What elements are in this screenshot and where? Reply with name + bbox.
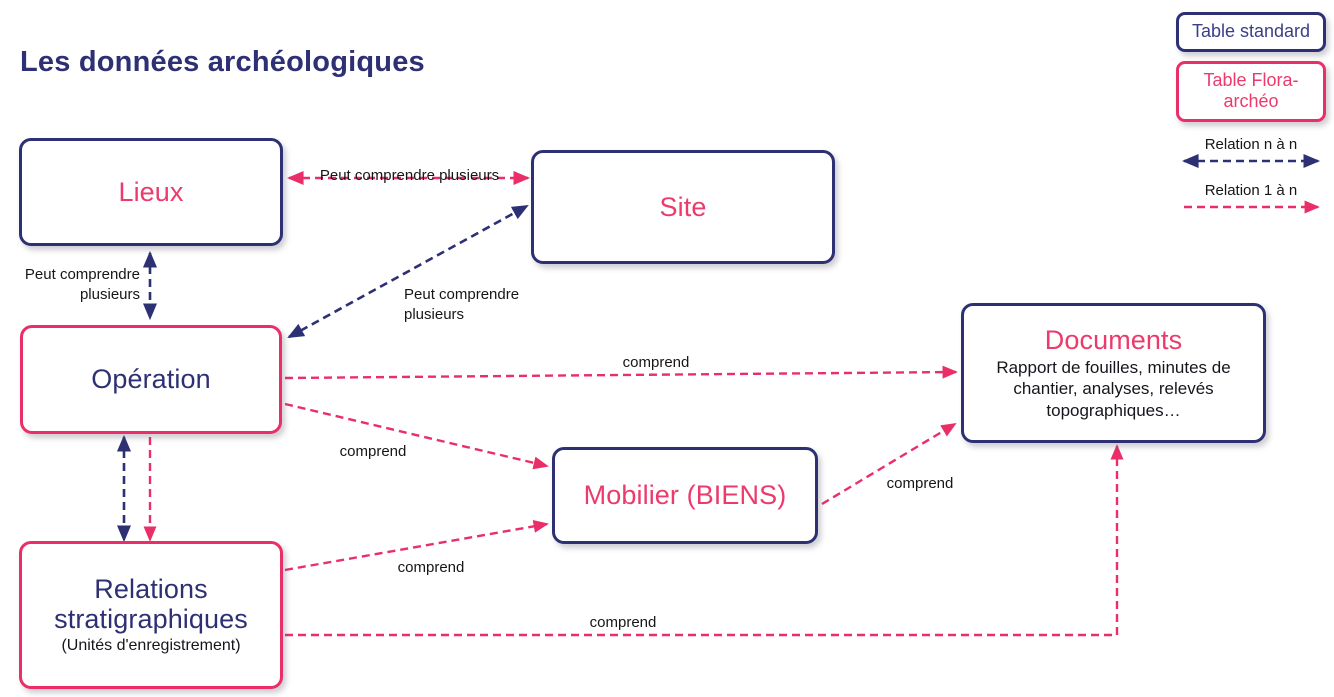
- node-site[interactable]: Site: [531, 150, 835, 264]
- node-operation[interactable]: Opération: [20, 325, 282, 434]
- node-mobilier[interactable]: Mobilier (BIENS): [552, 447, 818, 544]
- edge-label-lieux-operation: Peut comprendre plusieurs: [24, 266, 140, 303]
- node-documents[interactable]: Documents Rapport de fouilles, minutes d…: [961, 303, 1266, 443]
- edge-label-relations-documents: comprend: [589, 614, 657, 631]
- legend-relation-n-n-label: Relation n à n: [1204, 135, 1298, 153]
- legend-relation-1-n-label: Relation 1 à n: [1204, 181, 1298, 199]
- node-lieux[interactable]: Lieux: [19, 138, 283, 246]
- edge-label-mobilier-documents: comprend: [886, 475, 954, 492]
- node-operation-title: Opération: [91, 364, 211, 395]
- page-title: Les données archéologiques: [20, 46, 425, 78]
- node-relations[interactable]: Relations stratigraphiques (Unités d'enr…: [19, 541, 283, 689]
- legend-relation-1-n: Relation 1 à n: [1176, 182, 1326, 214]
- node-lieux-title: Lieux: [118, 176, 184, 207]
- node-site-title: Site: [659, 191, 707, 222]
- edge-label-lieux-site: Peut comprendre plusieurs: [319, 167, 500, 184]
- edge-operation-documents: [284, 365, 958, 380]
- legend-table-flora: Table Flora-archéo: [1176, 60, 1326, 122]
- node-mobilier-title: Mobilier (BIENS): [583, 480, 787, 511]
- legend: Table standard Table Flora-archéo Relati…: [1176, 12, 1326, 214]
- edge-label-operation-site: Peut comprendre plusieurs: [404, 286, 520, 323]
- edge-label-operation-documents: comprend: [622, 354, 690, 371]
- legend-arrow-1-n-icon: [1184, 200, 1320, 214]
- edge-label-relations-mobilier: comprend: [397, 559, 465, 576]
- edge-label-operation-mobilier: comprend: [339, 443, 407, 460]
- node-relations-subtitle: (Unités d'enregistrement): [61, 637, 241, 655]
- legend-arrow-n-n-icon: [1181, 153, 1321, 168]
- legend-table-standard: Table standard: [1176, 12, 1326, 52]
- legend-relation-n-n: Relation n à n: [1176, 136, 1326, 168]
- node-documents-title: Documents: [1044, 325, 1183, 355]
- node-documents-subtitle: Rapport de fouilles, minutes de chantier…: [996, 357, 1231, 420]
- node-relations-title: Relations stratigraphiques: [54, 573, 248, 635]
